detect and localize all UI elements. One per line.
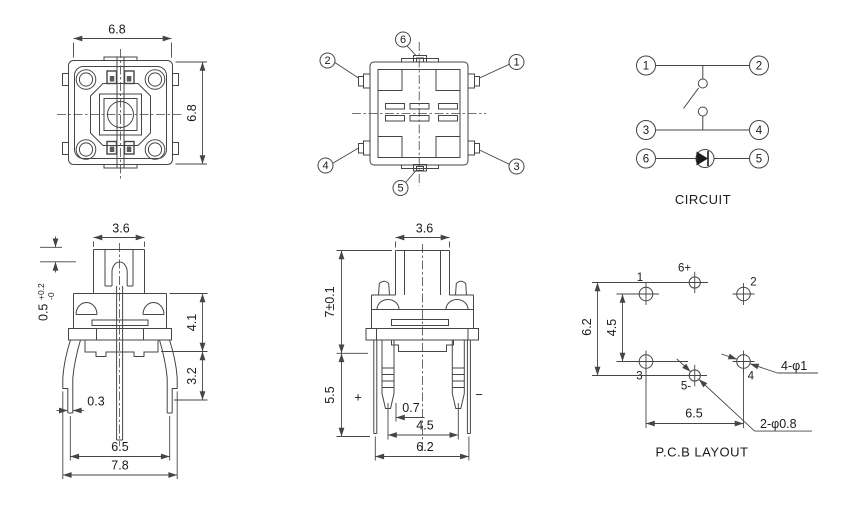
- dim-label: 4.5: [416, 419, 433, 433]
- dim-label: 5.5: [323, 386, 337, 403]
- dim-label: 7.8: [111, 459, 128, 473]
- pad-label: 2: [750, 277, 756, 289]
- dim-lead-length: 5.5: [323, 353, 370, 437]
- pin-number: 5: [397, 183, 403, 195]
- note-center-holes: 2-φ0.8: [676, 358, 812, 432]
- pcb-layout: 1 6+ 2 3 5- 4 6.2 4.5 6.5: [580, 263, 818, 460]
- dim-label: 7±0.1: [323, 286, 337, 317]
- front-view: 3.6: [323, 222, 483, 461]
- dim-label: 6.2: [416, 440, 433, 454]
- dim-travel: 0.5 +0.2 -0: [36, 236, 76, 321]
- button-profile: [93, 249, 145, 294]
- dim-pin-pitch: 4.5: [605, 293, 688, 362]
- contact-windows: [385, 103, 458, 122]
- pcb-layout-title: P.C.B LAYOUT: [656, 445, 749, 460]
- dim-span-inner: 6.5: [69, 416, 171, 461]
- switch-contact-lower: [697, 106, 708, 117]
- circuit-diagram: 1 2 3 4 6 5 CIRCUIT: [636, 55, 769, 207]
- dim-label: 3.2: [185, 367, 199, 384]
- pad-label: 1: [637, 272, 643, 284]
- dim-span-outer: 7.8: [62, 391, 178, 479]
- polarity-plus-label: +: [354, 390, 362, 405]
- button-profile: [395, 250, 450, 295]
- dim-pin-pitch: 4.5: [387, 403, 459, 440]
- led-symbol: [695, 149, 715, 168]
- dim-label: 0.7: [402, 401, 419, 415]
- pad-label: 5-: [681, 381, 691, 393]
- led-leads: [373, 340, 471, 434]
- dim-led-pitch: 6.2: [580, 282, 708, 376]
- dim-label: 3.6: [112, 222, 129, 236]
- switch-pins: [381, 340, 465, 409]
- pin-number: 6: [400, 34, 406, 46]
- pin-number: 2: [756, 61, 762, 73]
- dim-label: 6.8: [185, 104, 199, 121]
- dim-label: 6.5: [685, 407, 702, 421]
- top-view: 6.8 6.8: [57, 23, 207, 180]
- dim-label: 0.5: [37, 304, 51, 321]
- corner-holes: [75, 69, 166, 160]
- dim-label: 6.8: [108, 23, 125, 37]
- circuit-pins: 1 2 3 4 6 5: [636, 55, 769, 169]
- switch-arm: [683, 87, 700, 109]
- pad-label: 3: [636, 371, 642, 383]
- note-corner-holes: 4-φ1: [721, 353, 818, 374]
- dim-tolerance-plus: +0.2: [36, 283, 46, 300]
- dim-top-height: 6.8: [175, 61, 207, 165]
- bottom-view: 6 2 1 4 3 5: [317, 31, 525, 196]
- pin-number: 3: [513, 161, 519, 173]
- pin-number: 1: [513, 57, 519, 69]
- dim-button-width: 3.6: [93, 222, 145, 247]
- pin-callouts: 6 2 1 4 3 5: [317, 31, 525, 196]
- note-label: 2-φ0.8: [760, 417, 797, 431]
- switch-contact-upper: [697, 78, 708, 89]
- circuit-title: CIRCUIT: [675, 192, 731, 207]
- pad-label: 4: [748, 371, 755, 383]
- side-view: 3.6 0.5 +0.2 -0: [36, 222, 208, 479]
- pin-number: 6: [643, 154, 649, 166]
- pin-number: 3: [643, 125, 649, 137]
- dim-leg-height: 3.2: [174, 351, 208, 401]
- polarity-minus-label: −: [475, 387, 483, 402]
- dim-label: 0.3: [87, 395, 104, 409]
- dim-lead-pitch: 6.2: [374, 436, 470, 461]
- lead-clips: [106, 70, 135, 155]
- pin-number: 4: [756, 125, 763, 137]
- dim-row-width: 6.5: [645, 368, 744, 428]
- dim-pin-width: 0.7: [395, 401, 425, 422]
- dim-tolerance-minus: -0: [46, 292, 56, 300]
- dim-label: 6.5: [111, 440, 128, 454]
- dim-label: 3.6: [416, 222, 433, 236]
- pin-number: 4: [322, 160, 328, 172]
- terminals: [358, 73, 480, 156]
- dim-button-width: 3.6: [395, 222, 450, 248]
- dim-foot-width: 0.3: [56, 395, 105, 414]
- pin-number: 2: [324, 55, 330, 67]
- dim-label: 6.2: [580, 318, 594, 335]
- dim-top-width: 6.8: [73, 23, 172, 58]
- pad-label: 6+: [678, 263, 691, 275]
- pin-number: 5: [756, 154, 762, 166]
- pcb-holes: [635, 271, 755, 387]
- body-profile: [68, 293, 172, 357]
- led-lead-pin: [116, 286, 124, 441]
- dim-label: 4.1: [185, 314, 199, 331]
- dim-body-height: 4.1: [161, 293, 208, 352]
- pin-number: 1: [643, 61, 649, 73]
- note-label: 4-φ1: [781, 359, 807, 373]
- bent-legs: [62, 339, 178, 414]
- dim-label: 4.5: [605, 319, 619, 336]
